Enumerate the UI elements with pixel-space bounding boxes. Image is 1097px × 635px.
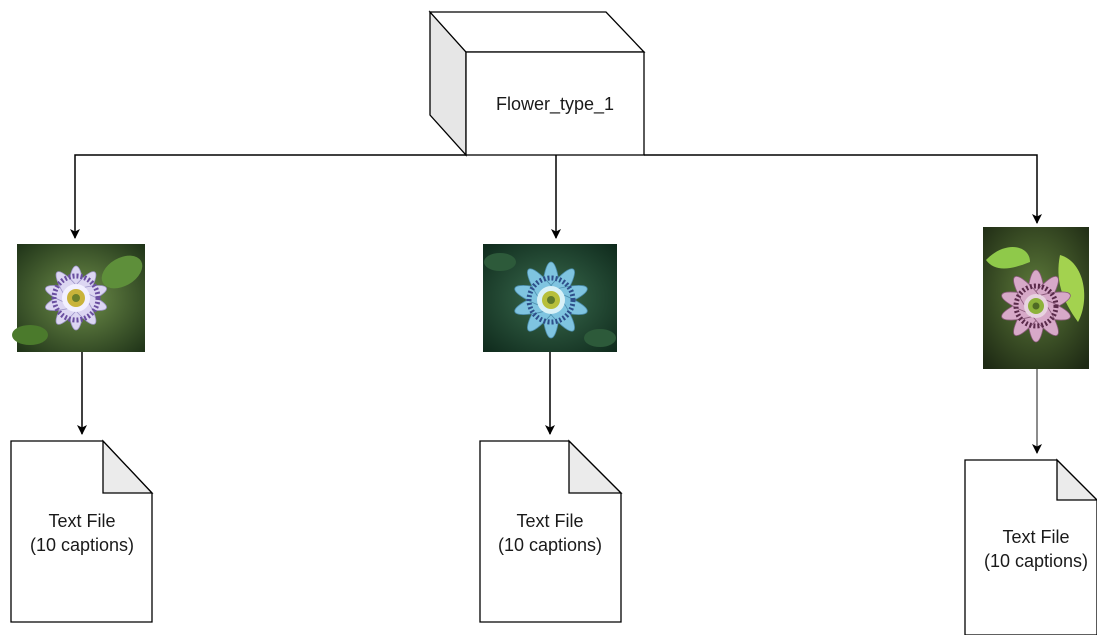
text-file-document: Text File (10 captions) (10, 439, 154, 623)
text-file-title: Text File (516, 511, 583, 531)
passion-flower-image (483, 244, 617, 352)
passion-flower-image (12, 244, 145, 352)
connector-root-to-right (644, 154, 1042, 224)
connectors (70, 154, 1042, 454)
text-file-document: Text File (10 captions) (479, 439, 623, 623)
root-cube-node: Flower_type_1 (428, 10, 646, 157)
text-file-document: Text File (10 captions) (964, 458, 1097, 635)
text-file-title: Text File (48, 511, 115, 531)
text-file-title: Text File (1002, 527, 1069, 547)
text-file-caption-count: (10 captions) (984, 551, 1088, 571)
connector-root-to-left (70, 154, 466, 239)
root-label: Flower_type_1 (496, 94, 614, 115)
passion-flower-image (983, 227, 1089, 369)
text-file-caption-count: (10 captions) (498, 535, 602, 555)
text-file-caption-count: (10 captions) (30, 535, 134, 555)
